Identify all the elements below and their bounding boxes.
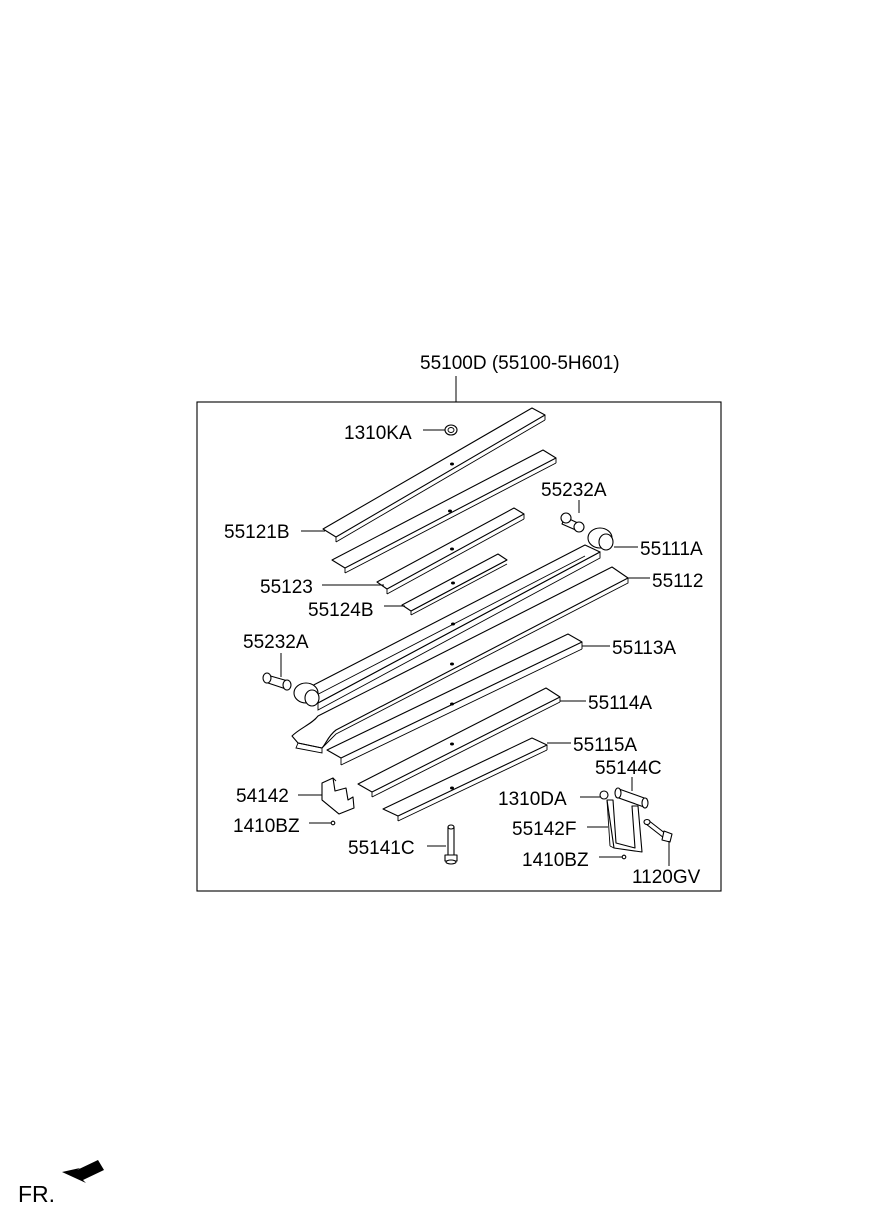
label-55115A: 55115A (573, 735, 637, 756)
part-55123-plate[interactable] (376, 507, 525, 595)
front-direction-label: FR. (18, 1181, 55, 1207)
label-55232A-top: 55232A (541, 480, 607, 501)
part-55115A-leaf[interactable] (382, 737, 548, 822)
label-1120GV: 1120GV (632, 867, 701, 888)
label-55142F: 55142F (512, 819, 576, 840)
label-55121B: 55121B (224, 522, 290, 543)
assembly-frame (196, 401, 722, 892)
part-55121B-lower-plate[interactable] (331, 449, 557, 574)
part-55111A-main-leaf[interactable] (293, 527, 614, 711)
part-1410BZ-left-pin[interactable] (330, 820, 336, 826)
label-55141C: 55141C (348, 838, 415, 859)
label-55113A: 55113A (612, 638, 676, 659)
front-direction-arrow-icon (62, 1160, 104, 1183)
label-1410BZ-left: 1410BZ (233, 816, 300, 837)
part-54142-bracket[interactable] (321, 777, 355, 815)
part-1120GV-bolt[interactable] (643, 818, 673, 843)
part-55112-leaf[interactable] (291, 566, 629, 754)
label-55123: 55123 (260, 577, 313, 598)
part-55121B-plate[interactable] (322, 407, 546, 543)
label-1410BZ-right: 1410BZ (522, 850, 589, 871)
part-1410BZ-right-pin[interactable] (621, 854, 627, 860)
part-55113A-leaf[interactable] (326, 633, 583, 766)
part-55124B-plate[interactable] (401, 553, 508, 616)
part-1310KA-nut[interactable] (444, 424, 458, 436)
assembly-label: 55100D (55100-5H601) (420, 353, 620, 374)
label-1310DA: 1310DA (498, 789, 567, 810)
part-55232A-top-bushing[interactable] (560, 512, 585, 533)
label-55144C: 55144C (595, 758, 662, 779)
part-1310DA-nut[interactable] (599, 790, 609, 800)
part-55144C-bushing[interactable] (614, 787, 649, 809)
label-55112: 55112 (652, 571, 703, 592)
part-55114A-leaf[interactable] (357, 687, 561, 798)
part-55142F-u-bracket[interactable] (606, 799, 643, 853)
label-1310KA: 1310KA (344, 423, 412, 444)
part-55232A-left-bushing[interactable] (262, 672, 292, 691)
label-55111A: 55111A (640, 539, 703, 560)
label-55232A-left: 55232A (243, 632, 309, 653)
label-55114A: 55114A (588, 693, 652, 714)
part-55141C-bolt[interactable] (444, 824, 458, 865)
label-55124B: 55124B (308, 600, 374, 621)
label-54142: 54142 (236, 786, 289, 807)
